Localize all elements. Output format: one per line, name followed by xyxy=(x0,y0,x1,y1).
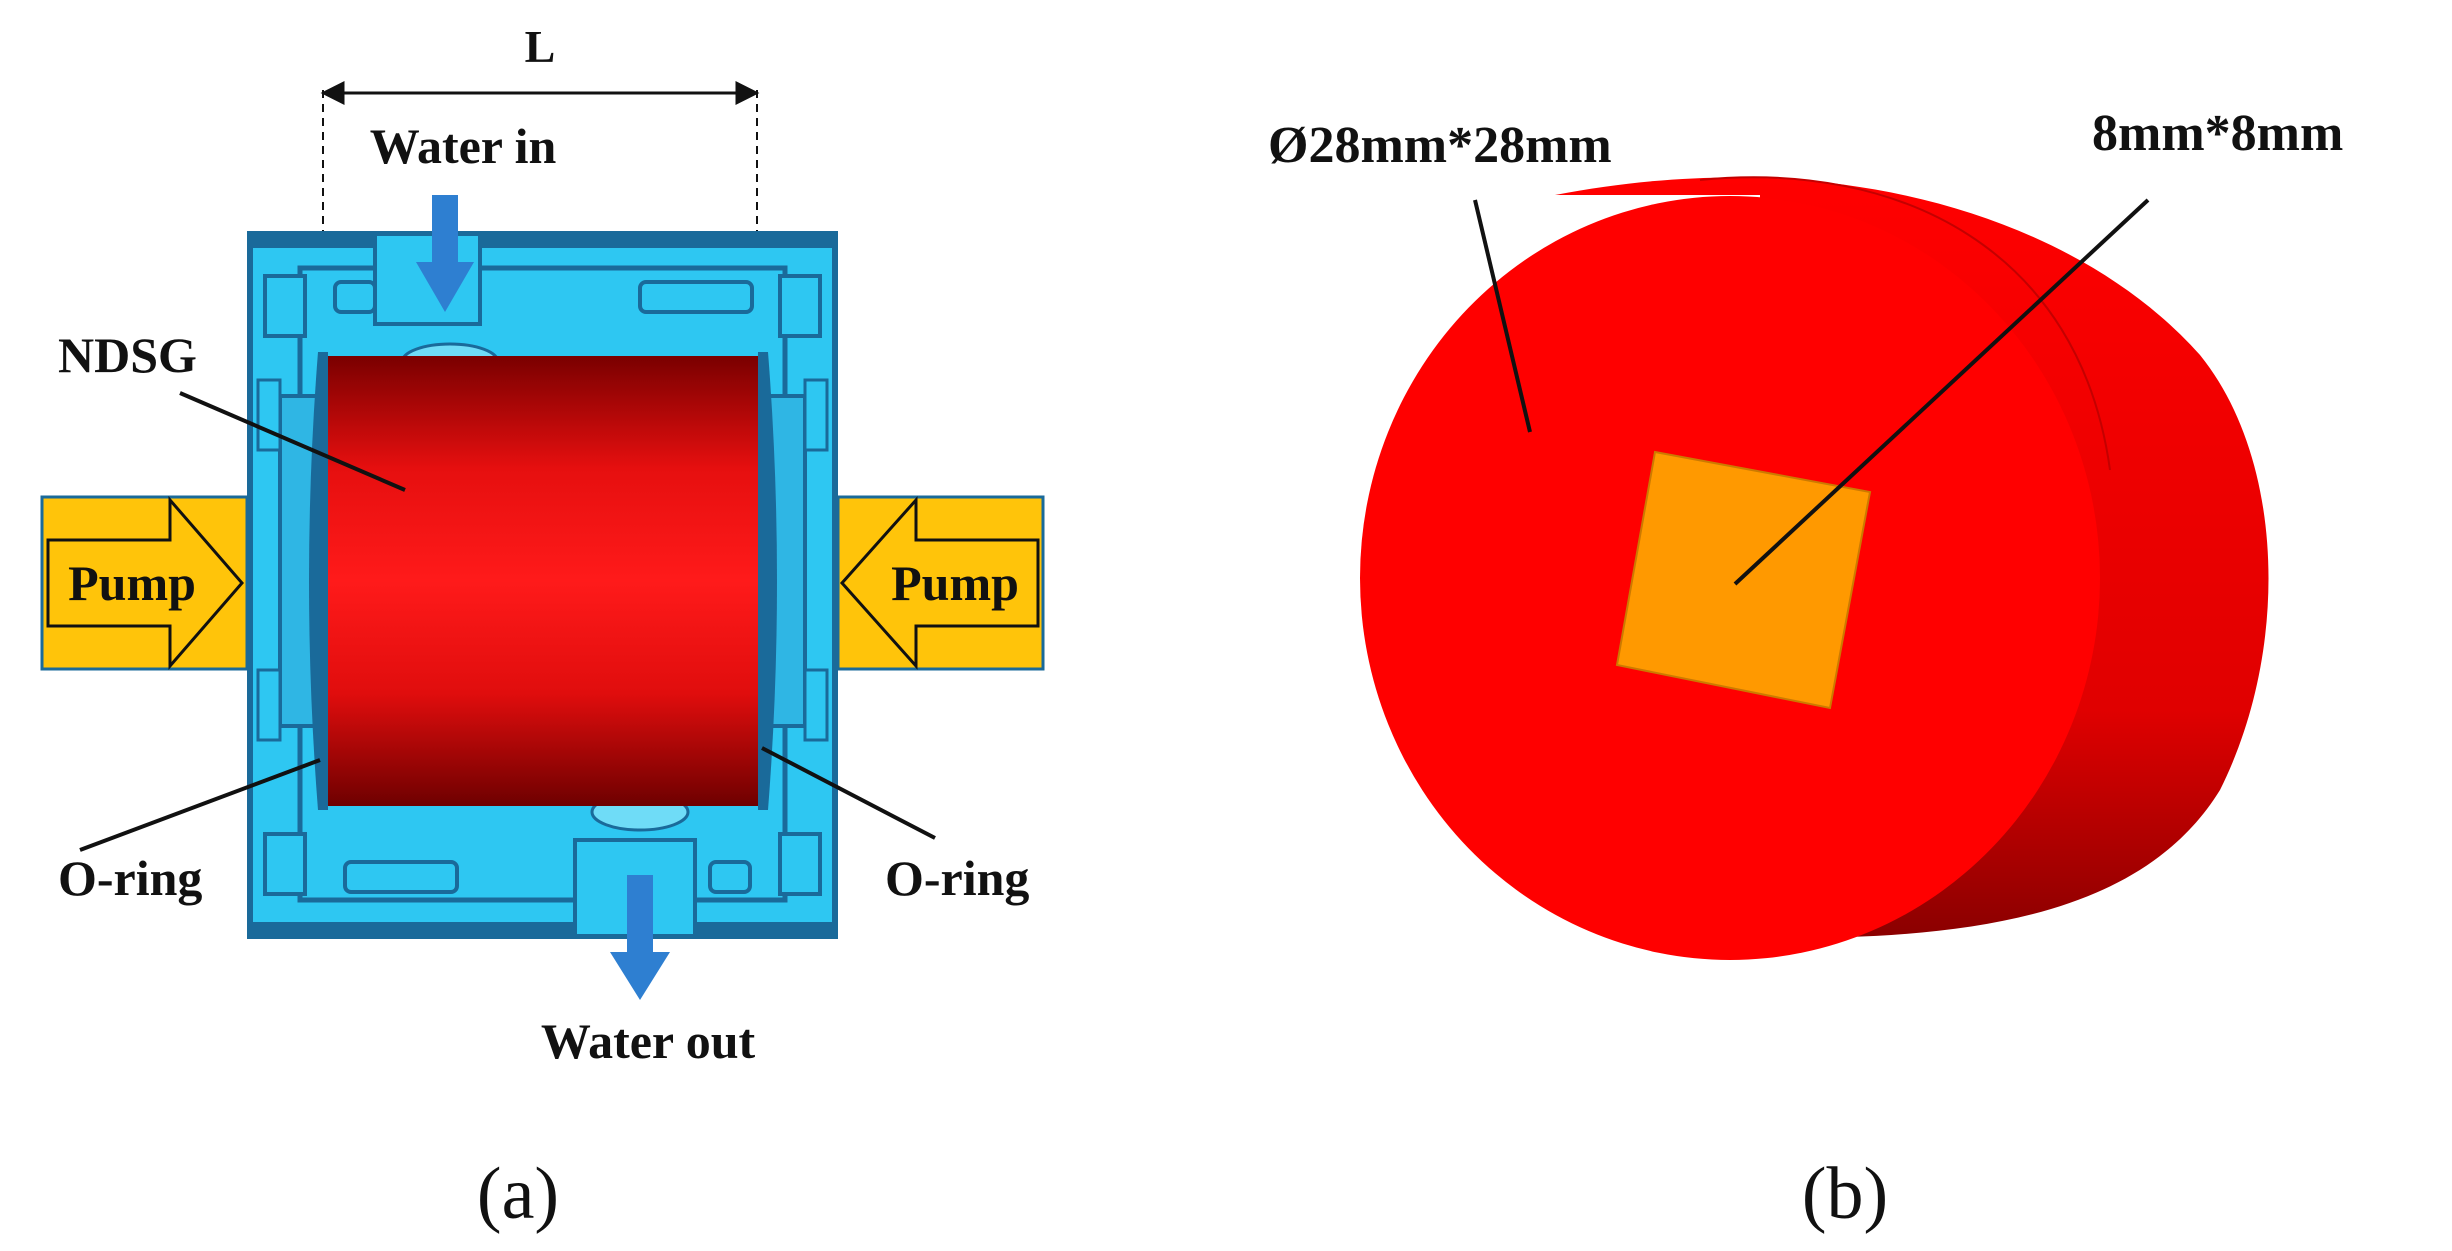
oring-right-label: O-ring xyxy=(885,850,1029,906)
ndsg-leader-line xyxy=(179,391,406,492)
dimension-label: L xyxy=(525,21,556,72)
square-sample xyxy=(1615,450,1872,710)
oring-left-label: O-ring xyxy=(58,850,202,906)
pump-arrow-right: Pump xyxy=(836,495,1045,671)
caption-a: (a) xyxy=(477,1153,559,1235)
pump-right-label: Pump xyxy=(891,555,1019,611)
oring-left-leader xyxy=(79,758,321,852)
water-out-label: Water out xyxy=(541,1013,756,1069)
water-out-arrow xyxy=(610,875,670,1000)
water-in-label: Water in xyxy=(370,118,557,174)
panel-a: L Pump Pump xyxy=(40,21,1045,1235)
panel-b: Ø28mm*28mm 8mm*8mm (b) xyxy=(1268,105,2343,1235)
cylinder-size-label: Ø28mm*28mm xyxy=(1268,117,1612,174)
caption-b: (b) xyxy=(1802,1153,1888,1235)
oring-right-leader xyxy=(761,746,936,840)
square-leader-line xyxy=(1733,198,2150,586)
pump-left-label: Pump xyxy=(68,555,196,611)
water-in-arrow xyxy=(416,195,474,312)
square-size-label: 8mm*8mm xyxy=(2092,105,2343,162)
pump-arrow-left: Pump xyxy=(40,495,249,671)
cylinder-leader-line xyxy=(1473,199,1532,433)
ndsg-label: NDSG xyxy=(58,327,197,383)
ndsg-cylinder xyxy=(309,352,777,810)
